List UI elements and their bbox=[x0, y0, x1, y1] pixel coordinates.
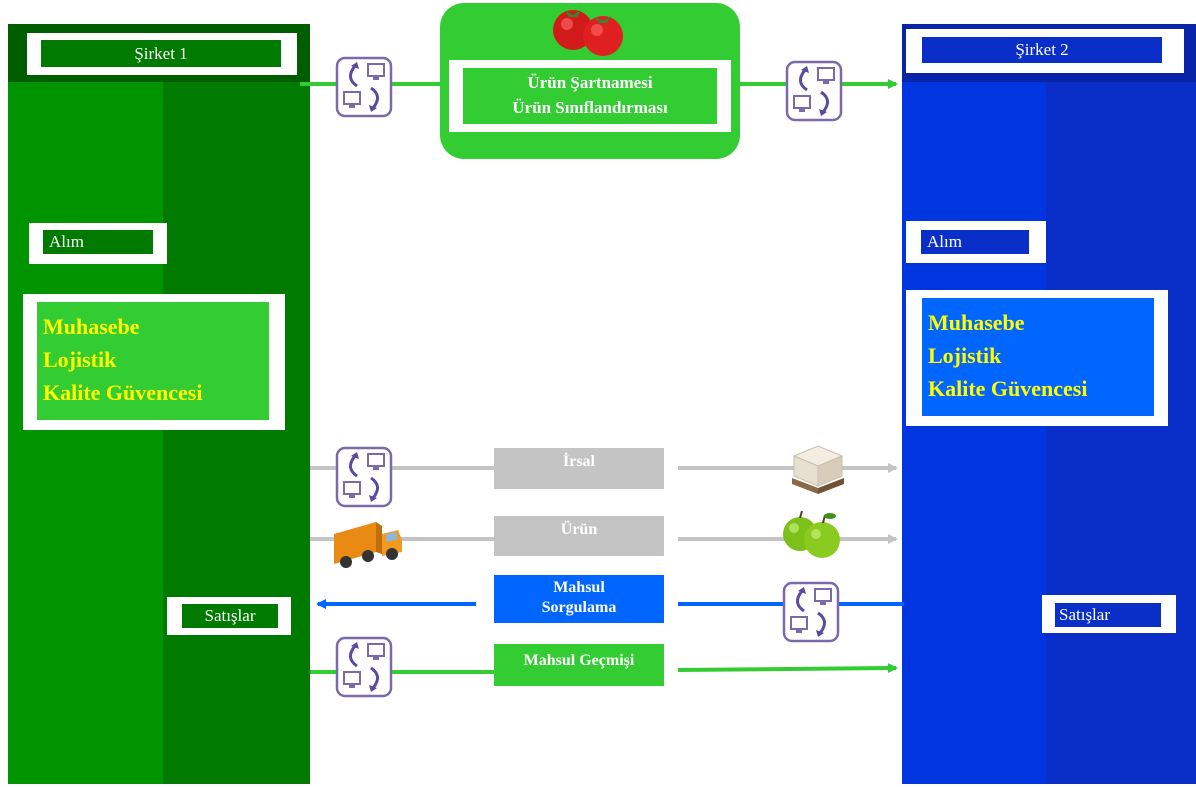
company-1-column-shade bbox=[8, 82, 163, 784]
product-classification-title: Ürün Sınıflandırması bbox=[512, 98, 668, 117]
product-spec-box: Ürün Şartnamesi Ürün Sınıflandırması bbox=[463, 68, 717, 124]
company-1-departments: Muhasebe Lojistik Kalite Güvencesi bbox=[37, 302, 269, 420]
company-2-title: Şirket 2 bbox=[922, 37, 1162, 63]
tomato-icon bbox=[553, 10, 623, 56]
data-exchange-icon bbox=[782, 581, 840, 643]
shipment-box: İrsal bbox=[494, 448, 664, 489]
data-exchange-icon bbox=[335, 636, 393, 698]
company-2-departments: Muhasebe Lojistik Kalite Güvencesi bbox=[922, 298, 1154, 416]
department-accounting: Muhasebe bbox=[928, 310, 1025, 335]
data-exchange-icon bbox=[335, 56, 393, 118]
department-quality-assurance: Kalite Güvencesi bbox=[928, 376, 1088, 401]
product-spec-title: Ürün Şartnamesi bbox=[527, 73, 653, 92]
company-2-purchase-label: Alım bbox=[921, 230, 1029, 254]
company-1-sales-label: Satışlar bbox=[182, 604, 278, 628]
department-logistics: Lojistik bbox=[43, 347, 117, 372]
pallet-box-icon bbox=[792, 445, 844, 494]
crop-query-line1: Mahsul bbox=[553, 579, 605, 596]
company-1-purchase-label: Alım bbox=[43, 230, 153, 254]
crop-history-flow-line-right bbox=[677, 663, 898, 674]
product-box: Ürün bbox=[494, 516, 664, 556]
department-logistics: Lojistik bbox=[928, 343, 1002, 368]
data-exchange-icon bbox=[335, 446, 393, 508]
data-exchange-icon bbox=[785, 60, 843, 122]
crop-history-box: Mahsul Geçmişi bbox=[494, 644, 664, 686]
company-2-sales-label: Satışlar bbox=[1055, 603, 1161, 627]
crop-query-line2: Sorgulama bbox=[541, 599, 617, 616]
truck-icon bbox=[334, 522, 402, 568]
department-quality-assurance: Kalite Güvencesi bbox=[43, 380, 203, 405]
company-1-title: Şirket 1 bbox=[41, 40, 281, 67]
company-2-column-shade bbox=[902, 82, 1046, 784]
apple-icon bbox=[783, 510, 840, 558]
department-accounting: Muhasebe bbox=[43, 314, 140, 339]
crop-query-box: Mahsul Sorgulama bbox=[494, 575, 664, 623]
